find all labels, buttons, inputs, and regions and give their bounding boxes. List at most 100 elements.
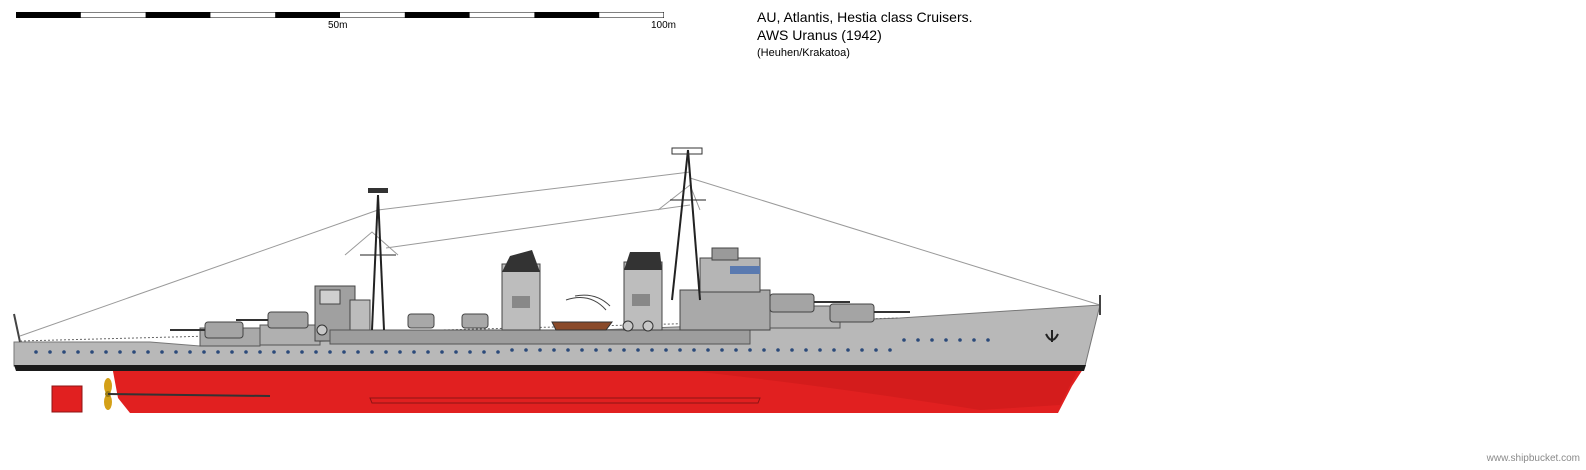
porthole <box>440 350 444 354</box>
aa-mount-1 <box>407 313 435 329</box>
porthole <box>692 348 696 352</box>
porthole <box>146 350 150 354</box>
aft-turret-y <box>236 311 309 329</box>
scale-segment <box>534 12 600 18</box>
rudder <box>51 385 83 413</box>
porthole <box>48 350 52 354</box>
searchlight-1 <box>316 324 328 336</box>
fore-turret-b <box>769 293 850 313</box>
scale-segment <box>145 12 211 18</box>
porthole <box>734 348 738 352</box>
porthole <box>818 348 822 352</box>
fore-mast <box>670 147 706 301</box>
ship-class-title: AU, Atlantis, Hestia class Cruisers. <box>757 9 973 25</box>
scale-label-50m: 50m <box>328 20 348 31</box>
rigging <box>19 171 1101 337</box>
porthole <box>720 348 724 352</box>
porthole <box>958 338 962 342</box>
porthole <box>748 348 752 352</box>
scale-bar <box>16 12 664 18</box>
porthole <box>608 348 612 352</box>
porthole <box>594 348 598 352</box>
porthole <box>622 348 626 352</box>
ship-boats <box>551 294 613 331</box>
propeller-icon <box>104 378 112 410</box>
scale-segment <box>275 12 340 18</box>
porthole <box>426 350 430 354</box>
porthole <box>258 350 262 354</box>
porthole <box>552 348 556 352</box>
porthole <box>496 350 500 354</box>
porthole <box>90 350 94 354</box>
porthole-row <box>34 338 990 354</box>
porthole <box>986 338 990 342</box>
porthole <box>650 348 654 352</box>
porthole <box>482 350 486 354</box>
porthole <box>118 350 122 354</box>
porthole <box>664 348 668 352</box>
watermark: www.shipbucket.com <box>1486 453 1580 464</box>
aft-turret-x <box>170 321 244 339</box>
porthole <box>804 348 808 352</box>
porthole <box>34 350 38 354</box>
porthole <box>580 348 584 352</box>
porthole <box>272 350 276 354</box>
title-block: AU, Atlantis, Hestia class Cruisers. AWS… <box>757 8 973 61</box>
porthole <box>230 350 234 354</box>
porthole <box>300 350 304 354</box>
porthole <box>132 350 136 354</box>
porthole <box>832 348 836 352</box>
porthole <box>384 350 388 354</box>
porthole <box>216 350 220 354</box>
aft-superstructure <box>199 285 751 347</box>
author-credit: (Heuhen/Krakatoa) <box>757 47 850 59</box>
porthole <box>636 348 640 352</box>
porthole <box>76 350 80 354</box>
porthole <box>202 350 206 354</box>
porthole <box>762 348 766 352</box>
scale-segment <box>16 12 81 18</box>
main-mast <box>360 188 396 331</box>
scale-label-100m: 100m <box>651 20 677 31</box>
propeller-shaft <box>107 393 271 397</box>
aa-mount-2 <box>461 313 489 329</box>
aft-funnel <box>501 250 541 331</box>
fore-turret-a <box>829 303 910 323</box>
porthole <box>62 350 66 354</box>
boot-topping <box>14 365 1086 371</box>
porthole <box>286 350 290 354</box>
hull-shadow <box>300 366 1080 410</box>
searchlight-2 <box>622 320 634 332</box>
anchor-icon <box>1045 330 1059 342</box>
porthole <box>930 338 934 342</box>
porthole <box>468 350 472 354</box>
fore-funnel <box>623 252 663 331</box>
scale-segment <box>404 12 470 18</box>
porthole <box>776 348 780 352</box>
porthole <box>328 350 332 354</box>
porthole <box>916 338 920 342</box>
porthole <box>972 338 976 342</box>
porthole <box>244 350 248 354</box>
porthole <box>314 350 318 354</box>
porthole <box>524 348 528 352</box>
porthole <box>104 350 108 354</box>
porthole <box>342 350 346 354</box>
porthole <box>944 338 948 342</box>
porthole <box>874 348 878 352</box>
porthole <box>706 348 710 352</box>
ship-name-title: AWS Uranus (1942) <box>757 27 882 43</box>
porthole <box>188 350 192 354</box>
searchlight-3 <box>642 320 654 332</box>
porthole <box>790 348 794 352</box>
porthole <box>370 350 374 354</box>
porthole <box>678 348 682 352</box>
porthole <box>412 350 416 354</box>
porthole <box>846 348 850 352</box>
porthole <box>902 338 906 342</box>
porthole <box>454 350 458 354</box>
porthole <box>888 348 892 352</box>
porthole <box>398 350 402 354</box>
porthole <box>160 350 164 354</box>
